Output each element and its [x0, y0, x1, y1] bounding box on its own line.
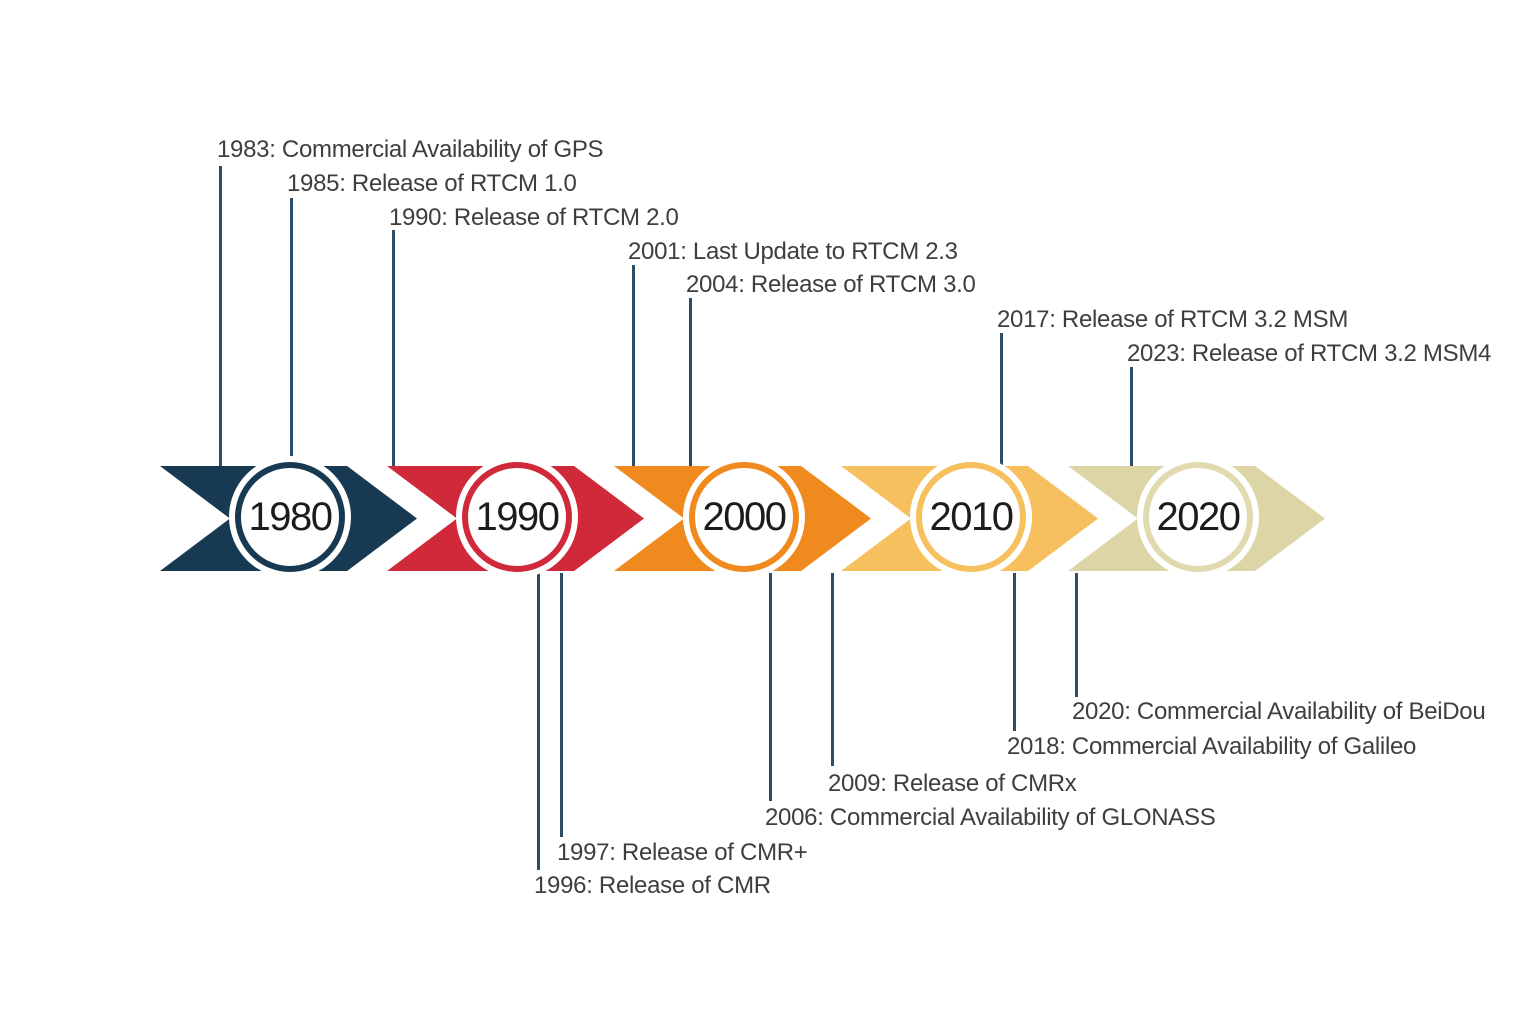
event-label-2009: 2009: Release of CMRx: [828, 770, 1077, 797]
decade-year-label-2000: 2000: [702, 495, 787, 539]
connector-line-2006: [769, 573, 772, 801]
connector-line-1983: [219, 166, 222, 466]
connector-line-2001: [632, 265, 635, 466]
decade-circle-1990: 1990: [462, 462, 572, 572]
event-label-2020: 2020: Commercial Availability of BeiDou: [1072, 698, 1486, 725]
event-label-1985: 1985: Release of RTCM 1.0: [287, 170, 577, 197]
connector-line-1996: [537, 573, 540, 870]
connector-line-2023: [1130, 367, 1133, 466]
decade-year-label-1990: 1990: [475, 495, 560, 539]
decade-year-label-1980: 1980: [248, 495, 333, 539]
connector-line-2018: [1013, 573, 1016, 731]
event-label-1997: 1997: Release of CMR+: [557, 839, 808, 866]
event-label-2017: 2017: Release of RTCM 3.2 MSM: [997, 306, 1349, 333]
decade-year-label-2020: 2020: [1156, 495, 1241, 539]
connector-line-1985: [290, 198, 293, 466]
decade-circle-2020: 2020: [1143, 462, 1253, 572]
event-label-2023: 2023: Release of RTCM 3.2 MSM4: [1127, 340, 1492, 367]
event-label-2018: 2018: Commercial Availability of Galileo: [1007, 733, 1417, 760]
decade-circle-1980: 1980: [235, 462, 345, 572]
connector-line-1997: [560, 573, 563, 837]
decade-year-label-2010: 2010: [929, 495, 1014, 539]
connector-line-2009: [831, 573, 834, 766]
event-label-2001: 2001: Last Update to RTCM 2.3: [628, 238, 958, 265]
connector-line-1990: [392, 230, 395, 466]
event-label-1990: 1990: Release of RTCM 2.0: [389, 204, 679, 231]
connector-line-2020: [1075, 573, 1078, 697]
event-label-2006: 2006: Commercial Availability of GLONASS: [765, 804, 1216, 831]
decade-circle-2010: 2010: [916, 462, 1026, 572]
event-label-2004: 2004: Release of RTCM 3.0: [686, 271, 976, 298]
event-label-1996: 1996: Release of CMR: [534, 872, 771, 899]
event-label-1983: 1983: Commercial Availability of GPS: [217, 136, 604, 163]
connector-line-2017: [1000, 333, 1003, 466]
decade-circle-2000: 2000: [689, 462, 799, 572]
connector-line-2004: [689, 298, 692, 466]
